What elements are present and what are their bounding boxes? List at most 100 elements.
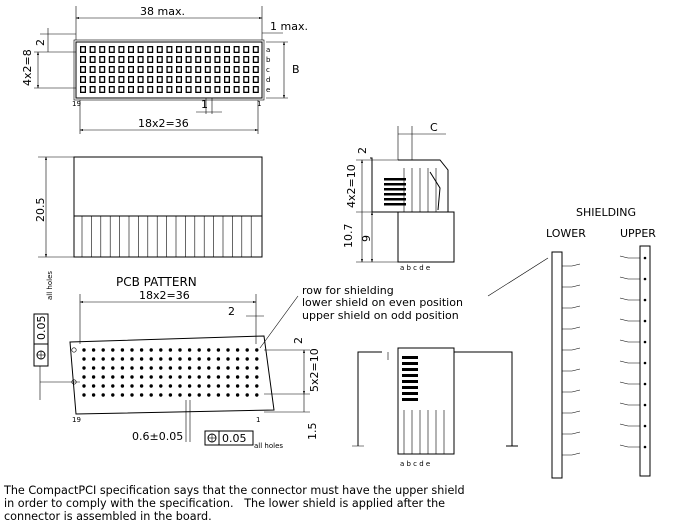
- pcb-hole: [130, 348, 134, 352]
- top-pin-hole: [90, 87, 95, 92]
- side-pin: [384, 193, 406, 196]
- top-pin-hole: [234, 67, 239, 72]
- top-view-frame: [73, 39, 265, 101]
- pcb-dim-2: 2: [228, 305, 235, 318]
- lower-shield-pin: [562, 347, 581, 351]
- top-pin-hole: [225, 57, 229, 62]
- top-pin-hole: [225, 77, 229, 82]
- top-pin-hole: [225, 67, 229, 72]
- top-pin-hole: [177, 57, 181, 62]
- top-pin-hole: [110, 47, 114, 52]
- pcb-hole: [226, 366, 230, 370]
- pcb-hole: [120, 375, 125, 379]
- side-pin: [384, 188, 406, 191]
- pcb-hole: [139, 357, 144, 361]
- upper-shield-hole: [643, 403, 647, 407]
- pcb-hole: [178, 366, 182, 370]
- top-pin-hole: [206, 67, 210, 72]
- pcb-hole: [139, 348, 144, 352]
- top-pin-hole: [225, 47, 229, 52]
- pcb-hole: [168, 366, 173, 370]
- top-pin-hole: [196, 67, 200, 72]
- bottom-pin-stack: [402, 356, 418, 401]
- pcb-dim-15: 1.5: [306, 423, 319, 441]
- lower-shield-pin: [562, 389, 581, 393]
- pcb-hole: [207, 393, 211, 397]
- top-pin-hole: [234, 47, 239, 52]
- top-pin-hole: [81, 47, 85, 52]
- pcb-hole: [82, 375, 86, 379]
- pcb-hole: [101, 366, 105, 370]
- pcb-hole: [101, 393, 105, 397]
- upper-shield-hole: [643, 277, 647, 281]
- top-pin-hole: [215, 67, 220, 72]
- pcb-hole: [187, 393, 192, 397]
- top-pin-hole: [148, 77, 152, 82]
- pcb-hole: [111, 348, 115, 352]
- shield-note-line1: row for shielding: [302, 284, 394, 297]
- pcb-hole: [245, 348, 249, 352]
- bottom-pin: [402, 380, 418, 383]
- pcb-hole: [149, 384, 153, 388]
- front-slots: [81, 216, 252, 257]
- top-pin-grid: [80, 46, 259, 93]
- bottom-pin: [402, 368, 418, 371]
- top-pin-hole: [244, 87, 248, 92]
- pcb-hole: [82, 384, 86, 388]
- top-pin-hole: [138, 77, 143, 82]
- pcb-hole: [149, 357, 153, 361]
- pcb-hole: [168, 375, 173, 379]
- footer-line3: connector is assembled in the board.: [4, 510, 212, 523]
- pcb-hole: [82, 348, 86, 352]
- dim-107-label: 10.7: [342, 224, 355, 249]
- pcb-hole: [130, 357, 134, 361]
- pcb-all-holes: all holes: [46, 271, 54, 300]
- top-pin-hole: [129, 67, 133, 72]
- pcb-hole: [245, 375, 249, 379]
- lower-shield-pin: [562, 431, 581, 435]
- footer-note: The CompactPCI specification says that t…: [4, 484, 604, 523]
- upper-shield-pin: [619, 276, 640, 280]
- lower-shield-pin: [562, 263, 581, 267]
- top-pin-hole: [138, 57, 143, 62]
- pcb-outline: [69, 335, 275, 415]
- top-pin-hole: [196, 47, 200, 52]
- dim-side-rows-label: 4x2=10: [345, 164, 358, 208]
- upper-shield-hole: [643, 319, 647, 323]
- pcb-all-holes-2: all holes: [254, 442, 283, 450]
- pcb-hole: [101, 384, 105, 388]
- top-pin-hole: [186, 57, 191, 62]
- pcb-hole: [245, 393, 249, 397]
- row-letter: a: [266, 46, 270, 54]
- pcb-hole: [91, 357, 96, 361]
- pcb-hole: [216, 384, 221, 388]
- top-pin-hole: [100, 77, 104, 82]
- pcb-hole: [91, 348, 96, 352]
- pcb-hole: [216, 357, 221, 361]
- pcb-hole: [207, 366, 211, 370]
- top-pin-hole: [81, 57, 85, 62]
- top-pin-hole: [119, 67, 124, 72]
- pcb-tol-frame-2: [204, 430, 254, 446]
- pcb-hole: [130, 366, 134, 370]
- upper-shield-pin: [619, 339, 640, 343]
- side-letters: a b c d e: [400, 264, 430, 272]
- pcb-hole: [159, 357, 163, 361]
- pcb-hole: [187, 357, 192, 361]
- top-pin-hole: [215, 57, 220, 62]
- top-pin-hole: [254, 87, 258, 92]
- dim-b-label: B: [292, 63, 300, 76]
- pcb-hole: [216, 366, 221, 370]
- upper-shield-pin: [619, 318, 640, 322]
- pcb-hole: [139, 366, 144, 370]
- bottom-pin: [402, 392, 418, 395]
- top-pin-hole: [81, 77, 85, 82]
- side-view: 10.7 9 4x2=10 2 C a b c d e: [342, 121, 455, 272]
- bottom-pin: [402, 398, 418, 401]
- pcb-hole: [226, 393, 230, 397]
- top-pin-hole: [196, 87, 200, 92]
- upper-shield-hole: [643, 445, 647, 449]
- top-pin-hole: [167, 77, 172, 82]
